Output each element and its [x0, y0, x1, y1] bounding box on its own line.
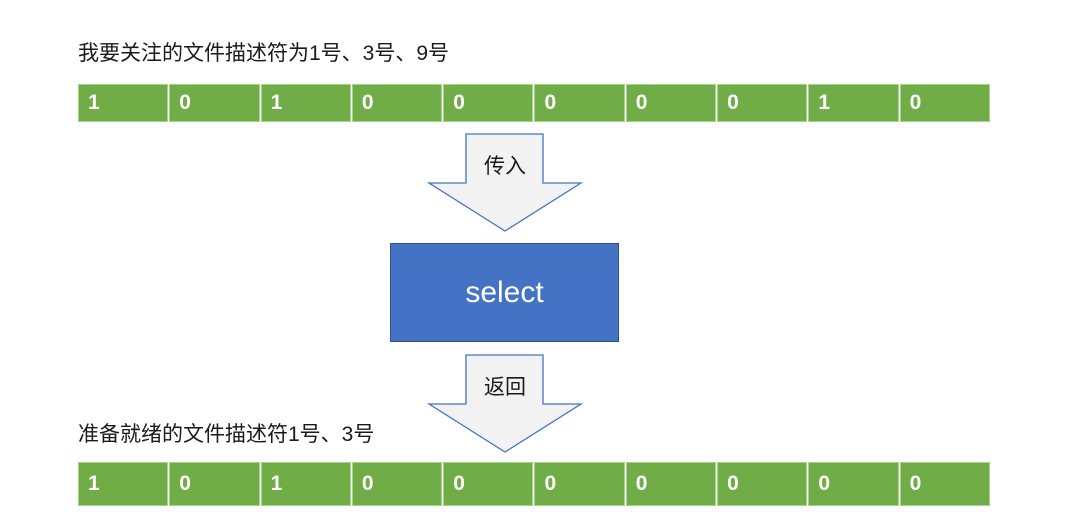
fd-cell: 0 [443, 84, 534, 122]
fd-cell: 0 [717, 84, 808, 122]
fd-cell: 0 [625, 84, 717, 122]
output-fdset-caption: 准备就绪的文件描述符1号、3号 [78, 423, 375, 446]
select-box: select [390, 243, 619, 342]
fd-cell: 0 [534, 462, 625, 506]
fd-cell: 1 [260, 84, 351, 122]
select-box-label: select [465, 275, 544, 309]
down-arrow-icon [427, 354, 583, 453]
down-arrow-icon [427, 133, 583, 232]
fd-cell: 1 [78, 462, 169, 506]
arrow-pass-in-label: 传入 [484, 155, 526, 178]
fd-cell: 0 [534, 84, 625, 122]
arrow-return-label: 返回 [484, 376, 526, 399]
fd-cell: 0 [351, 462, 443, 506]
fd-cell: 0 [169, 84, 260, 122]
arrow-pass-in: 传入 [427, 133, 583, 233]
input-fdset-caption: 我要关注的文件描述符为1号、3号、9号 [78, 42, 450, 65]
fd-cell: 0 [351, 84, 443, 122]
fd-cell: 0 [169, 462, 260, 506]
fd-bitmap-output: 1 0 1 0 0 0 0 0 0 0 [78, 462, 990, 506]
fd-cell: 1 [808, 84, 899, 122]
fd-cell: 0 [625, 462, 717, 506]
fd-cell: 0 [899, 84, 990, 122]
arrow-return: 返回 [427, 354, 583, 454]
fd-cell: 0 [899, 462, 990, 506]
fd-cell: 0 [808, 462, 899, 506]
fd-bitmap-input: 1 0 1 0 0 0 0 0 1 0 [78, 84, 990, 122]
fd-cell: 0 [443, 462, 534, 506]
fd-cell: 1 [78, 84, 169, 122]
fd-cell: 0 [717, 462, 808, 506]
fd-cell: 1 [260, 462, 351, 506]
